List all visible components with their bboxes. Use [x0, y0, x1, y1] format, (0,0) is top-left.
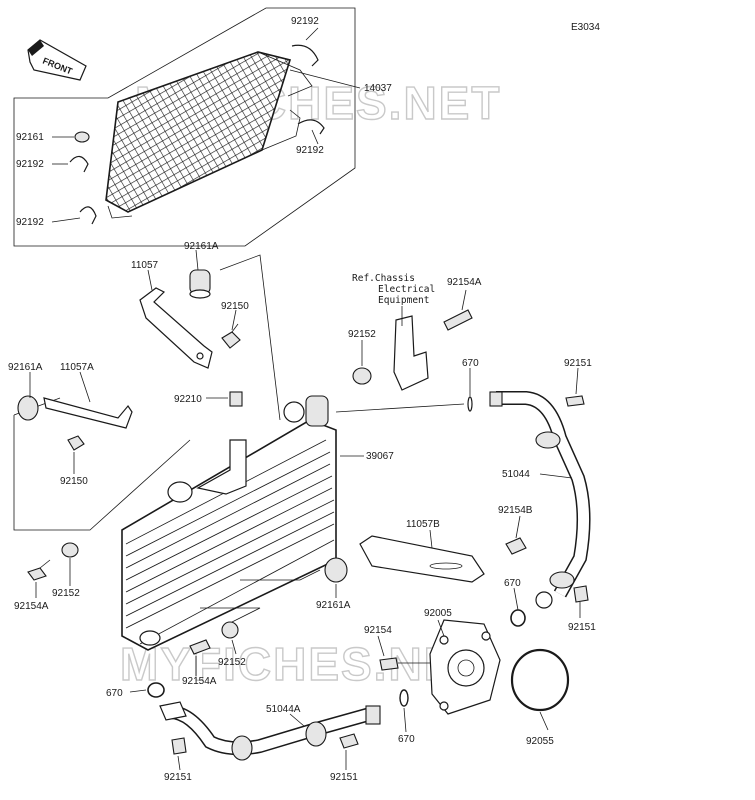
- label-11057A: 11057A: [60, 362, 94, 373]
- bolt-92154A-lower: [189, 639, 211, 655]
- bracket-11057B: [359, 535, 485, 583]
- label-670-right: 670: [504, 578, 521, 589]
- label-92161: 92161: [16, 132, 44, 143]
- ref-note-line-1: Ref.Chassis: [352, 273, 415, 284]
- screen-inset-frame: [13, 7, 356, 247]
- clip-92192-left-low: [79, 206, 97, 225]
- label-92154: 92154: [364, 625, 392, 636]
- label-92154A-upper: 92154A: [447, 277, 482, 288]
- label-51044A: 51044A: [266, 704, 301, 715]
- o-ring-670-left: [147, 682, 165, 698]
- label-92151-upper: 92151: [564, 358, 592, 369]
- label-92192-left-mid: 92192: [16, 159, 44, 170]
- bolt-92154B: [505, 537, 527, 555]
- label-92151-lower-left: 92151: [164, 772, 192, 783]
- bolt-92154A-upper: [443, 309, 473, 331]
- clip-92192-right: [297, 119, 325, 135]
- o-ring-92055: [510, 648, 570, 712]
- o-ring-670-upper: [467, 396, 473, 412]
- label-92154A-lower: 92154A: [182, 676, 217, 687]
- ref-note-line-3: Equipment: [378, 295, 429, 306]
- label-92210: 92210: [174, 394, 202, 405]
- ref-note-line-2: Electrical: [378, 284, 435, 295]
- label-92005: 92005: [424, 608, 452, 619]
- spacer-92152-lower: [221, 621, 239, 639]
- chassis-bracket-ref: [393, 315, 429, 391]
- label-11057B: 11057B: [406, 519, 440, 530]
- label-92192-left-low: 92192: [16, 217, 44, 228]
- label-92192-top: 92192: [291, 16, 319, 27]
- bolt-92154A-left: [27, 559, 51, 581]
- bolt-92150-upper: [221, 323, 241, 349]
- grommet-92161A-right: [324, 557, 348, 583]
- oil-pipe-51044A: [159, 701, 381, 761]
- label-39067: 39067: [366, 451, 394, 462]
- spacer-92152-upper: [352, 367, 372, 385]
- label-51044: 51044: [502, 469, 530, 480]
- label-92055: 92055: [526, 736, 554, 747]
- bolt-92151-lower-left: [171, 737, 187, 755]
- oil-cooler-39067: [121, 395, 337, 651]
- grommet-92161A-left: [17, 395, 39, 421]
- label-92161A-right: 92161A: [316, 600, 351, 611]
- label-92150-upper: 92150: [221, 301, 249, 312]
- clip-92210: [229, 391, 243, 407]
- diagram-code: E3034: [571, 22, 600, 33]
- o-ring-670-right: [510, 609, 526, 627]
- label-670-upper: 670: [462, 358, 479, 369]
- cooler-mount-bracket: [196, 439, 247, 495]
- label-92151-lower-center: 92151: [330, 772, 358, 783]
- label-670-left: 670: [106, 688, 123, 699]
- bolt-92151-lower-center: [339, 733, 359, 749]
- clip-92192-top: [291, 44, 319, 67]
- label-92152-upper: 92152: [348, 329, 376, 340]
- o-ring-670-center: [399, 689, 409, 707]
- bracket-11057A: [43, 397, 133, 429]
- bracket-11057: [139, 287, 213, 369]
- grommet-92161A-upper: [189, 269, 211, 299]
- grommet-92161: [74, 131, 90, 143]
- watermark-bottom: MYFICHES.NET: [120, 638, 486, 690]
- label-11057: 11057: [131, 260, 159, 271]
- label-92150-left: 92150: [60, 476, 88, 487]
- label-14037: 14037: [364, 83, 392, 94]
- oil-cooler-screen: [105, 51, 313, 219]
- bolt-92154-center: [379, 657, 430, 671]
- clip-92192-left-mid: [69, 155, 89, 173]
- label-92161A-left: 92161A: [8, 362, 43, 373]
- label-92154B: 92154B: [498, 505, 533, 516]
- label-92154A-left: 92154A: [14, 601, 49, 612]
- bolt-92151-lower-right: [573, 585, 589, 603]
- front-arrow-icon: FRONT: [27, 39, 87, 81]
- bolt-92150-left: [67, 435, 85, 451]
- label-670-center: 670: [398, 734, 415, 745]
- label-92192-right: 92192: [296, 145, 324, 156]
- oil-filter-cover-92005: [429, 619, 501, 715]
- label-92152-left: 92152: [52, 588, 80, 599]
- bolt-92151-upper-right: [565, 395, 585, 407]
- label-92161A-upper: 92161A: [184, 241, 219, 252]
- spacer-92152-left: [61, 542, 79, 558]
- label-92151-right: 92151: [568, 622, 596, 633]
- oil-pipe-51044: [489, 391, 591, 609]
- label-92152-lower: 92152: [218, 657, 246, 668]
